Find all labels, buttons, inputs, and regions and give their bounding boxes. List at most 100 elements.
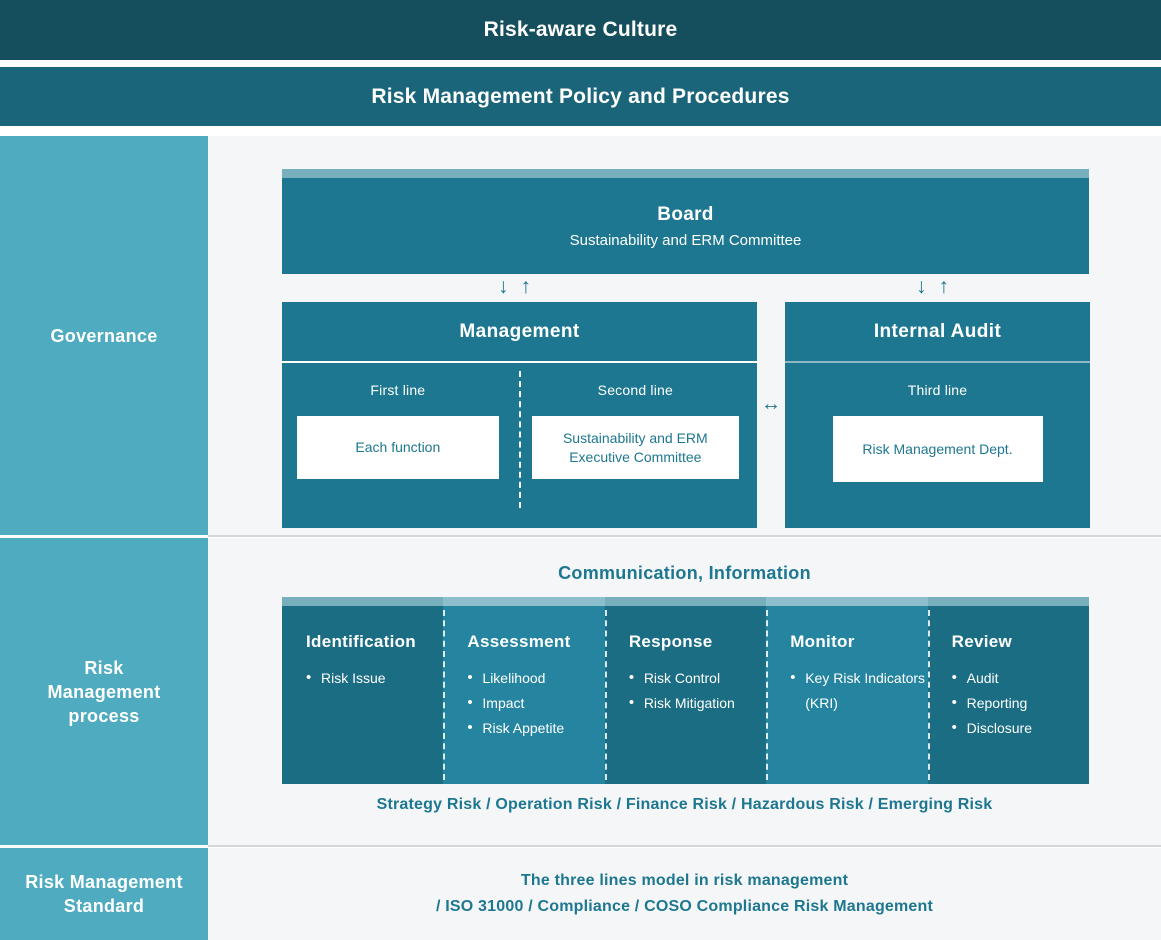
process-stage-title: Identification [306,632,416,651]
process-stage-item: Risk Mitigation [629,690,766,716]
sidebar-process-text: Risk Management process [47,656,160,728]
process-stage-item: Impact [467,690,604,716]
sidebar-standard-line1: Risk Management [25,872,183,892]
risk-process-panel: Communication, Information Identificatio… [208,538,1161,845]
process-column-dashed-divider [766,610,769,780]
standard-panel: The three lines model in risk management… [208,848,1161,940]
process-accent-bar [766,597,928,606]
process-stage-title: Monitor [790,632,855,651]
risk-types-label: Strategy Risk / Operation Risk / Finance… [376,796,993,813]
process-stage-item: Risk Issue [306,665,443,691]
process-stage-items: Risk ControlRisk Mitigation [629,665,766,716]
process-stage-items: Key Risk Indicators (KRI) [790,665,927,716]
first-line-label: First line [370,382,426,398]
sidebar-label-risk-management-standard: Risk Management Standard [0,848,208,940]
process-stage-title: Assessment [467,632,571,651]
process-stage-columns: IdentificationRisk IssueAssessmentLikeli… [282,606,1090,784]
standard-line2: / ISO 31000 / Compliance / COSO Complian… [435,898,934,915]
second-line-card-line1: Sustainability and ERM [562,429,708,446]
process-column-dashed-divider [927,610,930,780]
process-stage-title: Response [628,632,713,651]
process-accent-bar [927,597,1090,606]
sidebar-label-risk-management-process: Risk Management process [0,538,208,845]
management-lines-row: First line Each function Second line Sus… [282,363,757,514]
first-line-card-label: Each function [355,439,441,455]
process-stage-item: Audit [952,665,1089,691]
sidebar-governance-text: Governance [50,325,158,346]
third-line-card: Risk Management Dept. [832,416,1043,482]
divider-governance-process [208,535,1161,537]
process-stage-title: Review [951,632,1013,651]
management-separator [282,361,757,363]
sidebar-standard-line2: Standard [63,896,145,916]
sidebar-standard-text: Risk Management Standard [25,870,183,918]
communication-information-label: Communication, Information [558,563,811,583]
board-title: Board [657,203,714,225]
banner-risk-management-policy: Risk Management Policy and Procedures [0,67,1161,126]
second-line-label: Second line [597,382,674,398]
process-column-dashed-divider [604,610,607,780]
board-group: Board Sustainability and ERM Committee [282,169,1089,274]
process-stage-item: Risk Control [629,665,766,691]
sidebar-process-line2: Management [47,681,161,702]
process-accent-bars [282,597,1090,606]
diagram-body: Governance Board Sustainability and ERM … [0,136,1161,940]
process-stage-item: Key Risk Indicators (KRI) [790,665,927,716]
second-line-card-label: Sustainability and ERM Executive Committ… [563,429,708,467]
arrow-pair-management: ↓ ↑ [498,276,531,297]
first-line-card: Each function [296,416,499,479]
management-title: Management [459,320,580,342]
internal-audit-separator [785,361,1090,363]
second-line-card: Sustainability and ERM Executive Committ… [531,416,739,479]
internal-audit-block: Internal Audit Third line Risk Managemen… [785,302,1090,528]
arrow-down-icon: ↓ [916,275,927,298]
process-stage-item: Reporting [952,690,1089,716]
banner-risk-aware-culture: Risk-aware Culture [0,0,1161,60]
process-stages-group: IdentificationRisk IssueAssessmentLikeli… [282,597,1090,784]
process-stage-items: LikelihoodImpactRisk Appetite [467,665,604,741]
governance-panel: Board Sustainability and ERM Committee ↓… [208,136,1161,535]
board-subtitle: Sustainability and ERM Committee [569,231,802,249]
process-column-dashed-divider [443,610,446,780]
banner-policy-label: Risk Management Policy and Procedures [371,84,790,108]
third-line-label: Third line [907,382,968,398]
internal-audit-title: Internal Audit [873,320,1002,342]
second-line-column: Second line Sustainability and ERM Execu… [514,363,757,514]
board-connector-arrows: ↓ ↑ ↓ ↑ [282,276,1089,304]
arrow-down-icon: ↓ [498,275,509,298]
standard-line1: The three lines model in risk management [520,872,849,889]
first-line-column: First line Each function [282,363,514,514]
banner-culture-label: Risk-aware Culture [483,18,678,41]
process-stage-column: ReviewAuditReportingDisclosure [927,606,1090,784]
board-box: Board Sustainability and ERM Committee [282,178,1089,274]
internal-audit-footer-spacer [785,514,1090,528]
process-stage-column: IdentificationRisk Issue [282,606,444,784]
second-line-card-line2: Executive Committee [569,448,702,465]
process-stage-column: MonitorKey Risk Indicators (KRI) [766,606,928,784]
management-dashed-divider [519,371,521,508]
process-accent-bar [604,597,767,606]
sidebar-label-governance: Governance [0,136,208,535]
process-stage-item: Disclosure [952,715,1089,741]
process-stage-item: Risk Appetite [467,715,604,741]
process-accent-bar [282,597,444,606]
process-stage-items: Risk Issue [306,665,443,691]
arrow-left-right-icon: ↔ [761,393,781,415]
standard-text-block: The three lines model in risk management… [208,848,1161,940]
sidebar-process-line1: Risk [84,657,124,678]
management-footer-spacer [282,514,757,528]
process-stage-item: Likelihood [467,665,604,691]
management-audit-link: ↔ [757,302,785,507]
management-block: Management First line Each function Seco… [282,302,757,528]
internal-audit-lines-row: Third line Risk Management Dept. [785,363,1090,514]
process-stage-items: AuditReportingDisclosure [952,665,1089,741]
third-line-card-label: Risk Management Dept. [862,440,1013,457]
process-stage-column: ResponseRisk ControlRisk Mitigation [604,606,767,784]
divider-process-standard [208,845,1161,847]
arrow-pair-internal-audit: ↓ ↑ [916,276,949,297]
arrow-up-icon: ↑ [938,275,950,298]
process-stage-column: AssessmentLikelihoodImpactRisk Appetite [443,606,605,784]
sidebar-process-line3: process [68,705,140,726]
board-accent-bar [282,169,1089,178]
